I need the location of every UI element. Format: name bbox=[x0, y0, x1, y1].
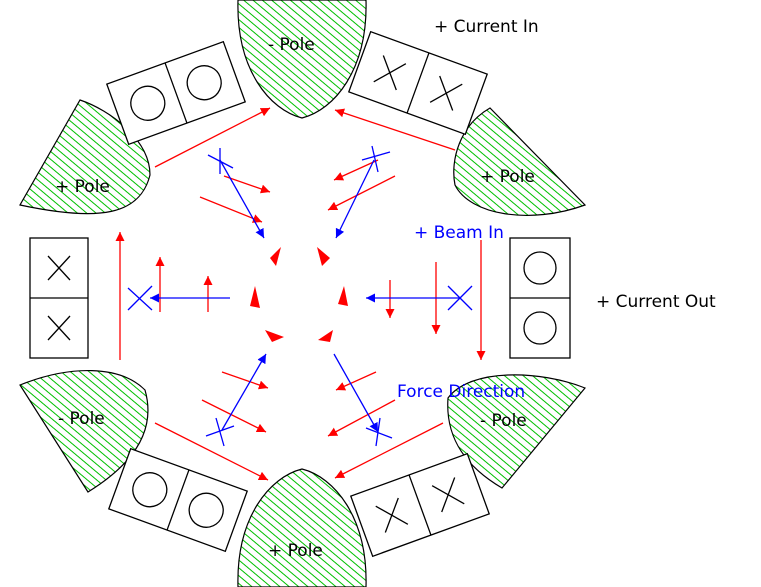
current-out-circle bbox=[188, 492, 224, 528]
pole-label-top-left: + Pole bbox=[55, 177, 110, 197]
coil-bottom-right bbox=[349, 452, 491, 558]
pole-bottom-left bbox=[19, 370, 149, 493]
field-arrow bbox=[335, 371, 377, 391]
pole-bottom-right bbox=[447, 374, 586, 489]
beam-cross bbox=[365, 417, 393, 447]
pole-label-top: - Pole bbox=[268, 35, 315, 55]
inner-field-marks bbox=[250, 247, 348, 342]
current-in-cross bbox=[429, 75, 463, 111]
pole-label-bottom-left: - Pole bbox=[58, 409, 105, 429]
field-wedge bbox=[317, 247, 330, 266]
pole-label-bottom: + Pole bbox=[268, 541, 323, 561]
poles bbox=[19, 0, 587, 587]
current-in-cross bbox=[47, 255, 71, 281]
field-wedge bbox=[270, 247, 281, 266]
force-arrows bbox=[127, 145, 473, 447]
beam-cross bbox=[361, 145, 391, 173]
force-arrow bbox=[219, 159, 265, 239]
field-arrow bbox=[327, 175, 396, 211]
coils bbox=[29, 30, 571, 558]
field-wedge bbox=[318, 330, 333, 342]
coil-top-right bbox=[347, 30, 489, 136]
legend-labels: + Current In + Current Out + Beam In For… bbox=[397, 17, 716, 402]
pole-bottom bbox=[237, 468, 367, 587]
force-direction-label: Force Direction bbox=[397, 382, 525, 402]
pole-top bbox=[237, 0, 367, 119]
field-wedge bbox=[265, 330, 284, 342]
field-arrow bbox=[199, 196, 263, 223]
current-out-circle bbox=[130, 85, 166, 121]
field-arrow bbox=[154, 422, 269, 481]
current-out-label: + Current Out bbox=[596, 292, 716, 312]
beam-cross bbox=[205, 417, 235, 447]
beam-cross bbox=[207, 148, 234, 174]
coil-bottom-left bbox=[107, 447, 249, 553]
field-arrow bbox=[221, 371, 269, 390]
force-arrow bbox=[333, 353, 379, 433]
coil-top-left bbox=[105, 40, 247, 146]
coil-left bbox=[29, 237, 89, 359]
current-in-cross bbox=[431, 477, 465, 513]
pole-top-right bbox=[453, 107, 587, 216]
current-in-label: + Current In bbox=[434, 17, 539, 37]
force-arrow bbox=[221, 353, 267, 431]
current-in-cross bbox=[375, 497, 409, 533]
force-arrow bbox=[335, 159, 375, 239]
current-out-circle bbox=[523, 311, 557, 345]
current-out-circle bbox=[186, 65, 222, 101]
pole-label-top-right: + Pole bbox=[480, 167, 535, 187]
field-arrow bbox=[333, 159, 379, 181]
field-arrow bbox=[327, 399, 396, 437]
field-arrows bbox=[115, 107, 486, 481]
field-wedge bbox=[338, 286, 348, 306]
beam-in-label: + Beam In bbox=[414, 223, 504, 243]
field-arrow bbox=[334, 108, 456, 151]
field-arrow bbox=[334, 422, 444, 479]
current-out-circle bbox=[132, 472, 168, 508]
coil-right bbox=[509, 237, 571, 359]
field-arrow bbox=[223, 175, 271, 194]
current-in-cross bbox=[47, 315, 71, 341]
beam-cross bbox=[127, 285, 153, 311]
field-arrow bbox=[154, 107, 271, 168]
field-wedge bbox=[250, 286, 260, 308]
pole-label-bottom-right: - Pole bbox=[480, 411, 527, 431]
pole-labels: - Pole + Pole + Pole - Pole - Pole + Pol… bbox=[55, 35, 535, 561]
current-in-cross bbox=[373, 55, 407, 91]
beam-cross bbox=[447, 285, 473, 311]
field-arrow bbox=[201, 399, 267, 433]
current-out-circle bbox=[523, 251, 557, 285]
pole-top-left bbox=[19, 99, 151, 215]
